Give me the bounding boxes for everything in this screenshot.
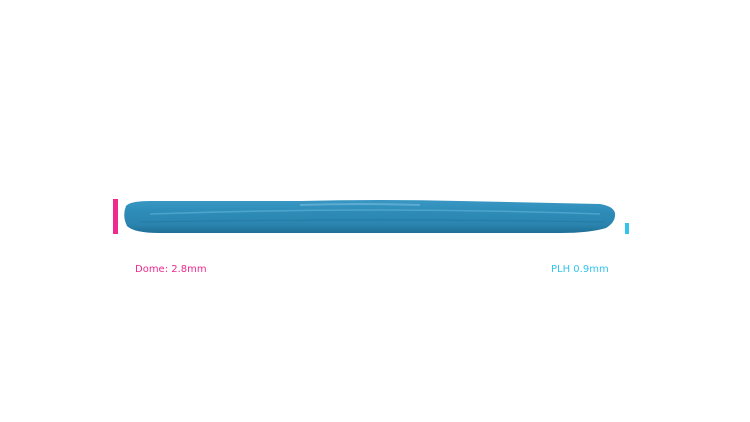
disc-rim-highlight [149, 209, 601, 215]
dome-height-marker [113, 199, 118, 234]
disc-lower-ridge [139, 219, 606, 223]
plh-height-marker [625, 223, 629, 234]
dome-measurement-label: Dome: 2.8mm [135, 264, 207, 275]
disc-body [124, 200, 616, 233]
plh-measurement-label: PLH 0.9mm [551, 264, 609, 275]
disc-top-shine [299, 203, 421, 206]
